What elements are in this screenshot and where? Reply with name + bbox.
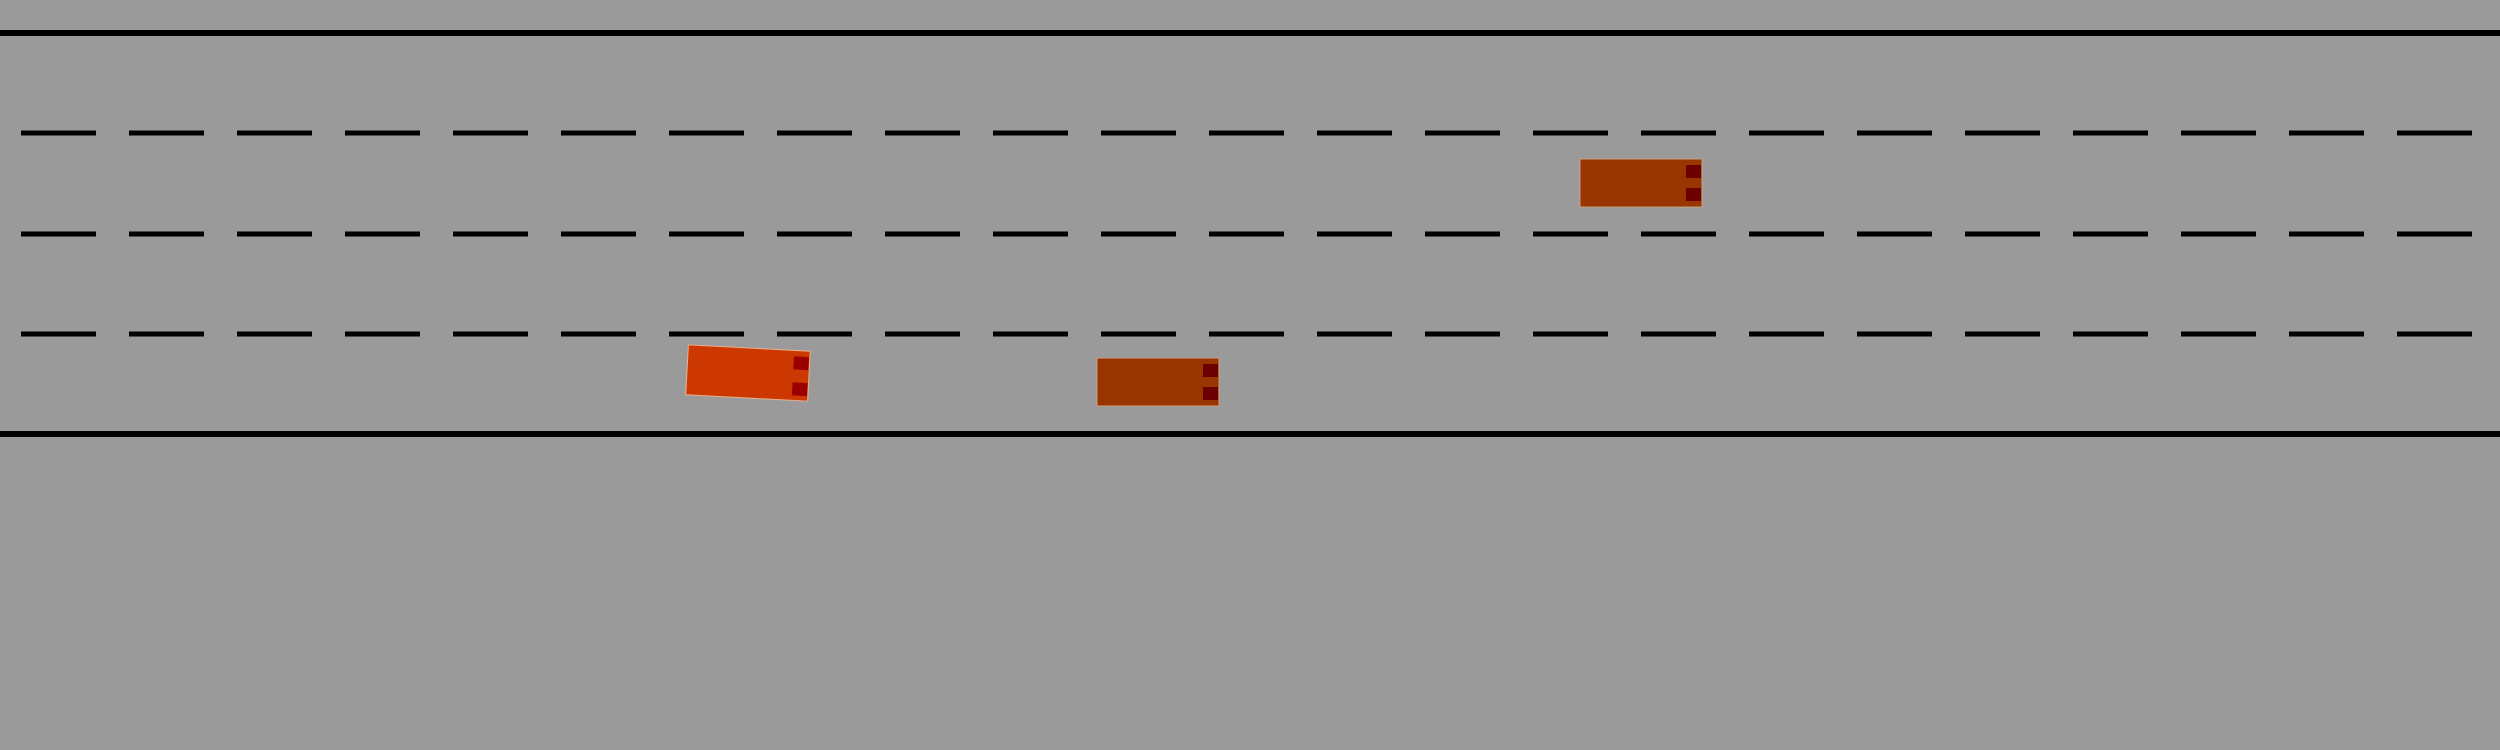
ego-vehicle-headlight-right [791, 382, 808, 397]
traffic-vehicle-body [1579, 158, 1703, 208]
traffic-vehicle-headlight-right [1203, 387, 1218, 400]
traffic-vehicle-headlight-left [1203, 364, 1218, 377]
traffic-vehicle-body [1096, 357, 1220, 407]
traffic-vehicle-headlight-left [1686, 165, 1701, 178]
ego-vehicle [685, 344, 811, 402]
ego-vehicle-headlight-left [793, 356, 809, 371]
traffic-vehicle-headlight-right [1686, 188, 1701, 201]
ego-vehicle-body [685, 344, 811, 402]
traffic-vehicle [1579, 158, 1703, 208]
traffic-vehicle [1096, 357, 1220, 407]
